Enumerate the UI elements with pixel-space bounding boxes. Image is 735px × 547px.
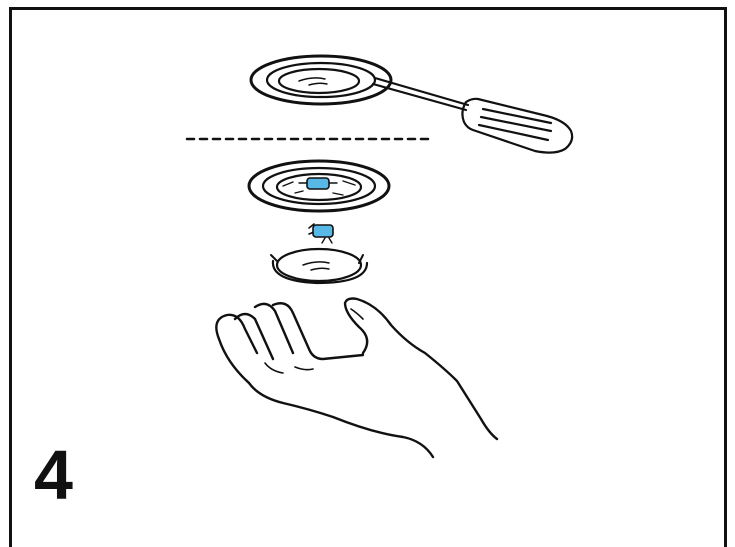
removed-lens-icon: [271, 249, 367, 283]
bulb-icon: [309, 224, 333, 243]
instruction-illustration: [3, 3, 735, 541]
lens-cover-icon: [251, 56, 391, 104]
fixture-housing-icon: [249, 161, 389, 211]
step-number: 4: [34, 440, 73, 510]
open-hand-icon: [216, 299, 497, 458]
instruction-panel: 4: [9, 7, 727, 547]
screwdriver-icon: [373, 78, 572, 153]
